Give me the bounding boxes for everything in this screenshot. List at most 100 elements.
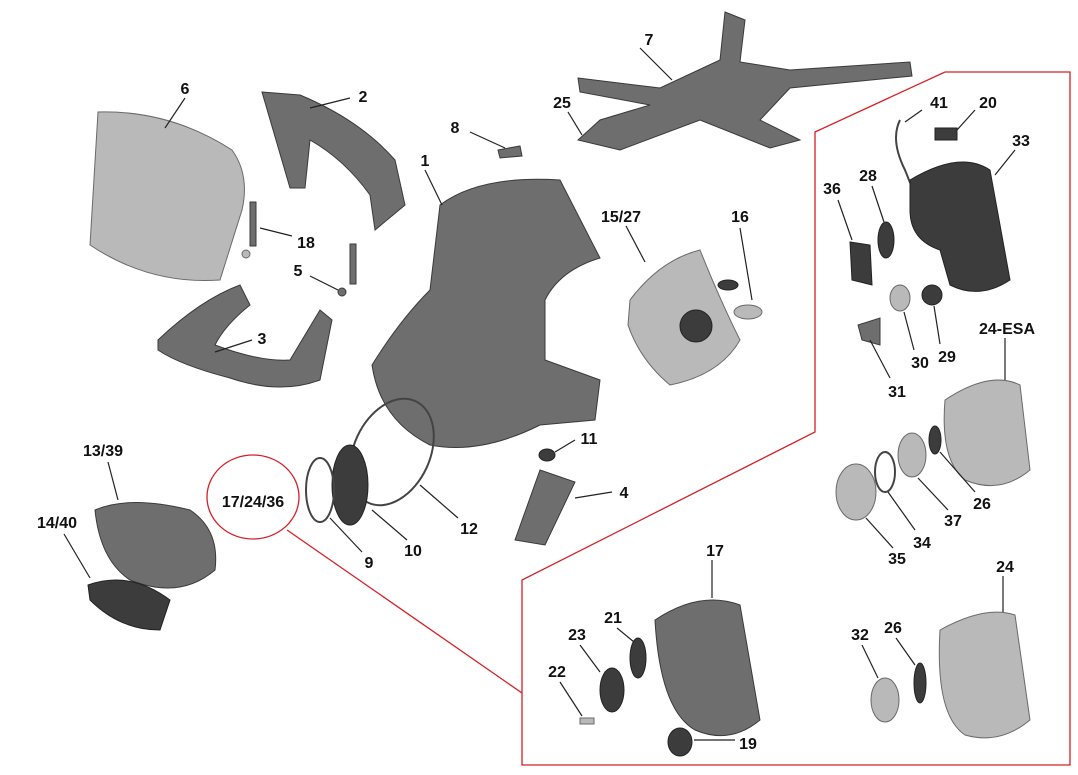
leader-line-36 — [837, 199, 853, 241]
label-6: 6 — [181, 81, 190, 98]
part-visor — [89, 111, 245, 282]
part-port-housing — [654, 599, 761, 737]
part-screw-left — [249, 201, 257, 247]
part-cap — [538, 448, 556, 462]
part-speech-cover — [87, 579, 171, 631]
label-28: 28 — [859, 168, 877, 185]
leader-line-13-39 — [107, 461, 119, 501]
part-lower-housing — [938, 611, 1031, 739]
leader-line-21 — [616, 627, 635, 643]
leader-line-33 — [994, 149, 1016, 176]
part-small-screw — [579, 717, 595, 725]
part-retainer — [857, 317, 881, 346]
label-3: 3 — [258, 331, 267, 348]
label-23: 23 — [568, 627, 586, 644]
label-16: 16 — [731, 209, 749, 226]
leader-line-1 — [424, 169, 443, 206]
leader-line-10 — [371, 509, 408, 541]
leader-line-7 — [639, 47, 673, 81]
part-threaded-adapter — [835, 463, 877, 521]
leader-line-8 — [469, 131, 506, 149]
part-valve-body — [331, 444, 369, 526]
label-25: 25 — [553, 95, 571, 112]
leader-line-29 — [933, 305, 941, 345]
part-diaphragm — [877, 221, 895, 259]
part-o-ring — [305, 457, 335, 523]
leader-line-5 — [309, 275, 339, 291]
part-clamp-ring — [349, 397, 435, 507]
label-26a: 26 — [973, 496, 991, 513]
leader-line-6 — [164, 97, 186, 129]
leader-line-32 — [861, 644, 879, 679]
label-17-24-36: 17/24/36 — [222, 494, 284, 511]
callout-connector — [286, 529, 523, 694]
label-14-40: 14/40 — [37, 515, 77, 532]
leader-line-22 — [559, 681, 583, 717]
leader-line-12 — [419, 484, 459, 519]
leader-line-34 — [887, 491, 916, 531]
part-clip — [934, 127, 958, 141]
leader-line-3 — [214, 339, 253, 353]
part-pin — [497, 145, 523, 159]
label-41: 41 — [930, 95, 948, 112]
leader-line-2 — [309, 97, 351, 109]
part-head-strap — [576, 11, 913, 151]
leader-line-15-27 — [625, 225, 646, 263]
label-29: 29 — [938, 349, 956, 366]
part-port-cap — [667, 727, 693, 757]
part-nose-cup-valve — [679, 309, 713, 343]
leader-line-28 — [871, 185, 885, 223]
label-4: 4 — [620, 485, 629, 502]
leader-line-30 — [903, 311, 915, 351]
leader-lines — [63, 47, 1016, 741]
part-head-harness-lower — [157, 284, 333, 388]
label-21: 21 — [604, 610, 622, 627]
leader-line-9 — [329, 517, 363, 553]
label-20: 20 — [979, 95, 997, 112]
label-22: 22 — [548, 664, 566, 681]
parts — [87, 11, 1031, 757]
part-screen — [889, 284, 911, 312]
label-24: 24 — [996, 559, 1014, 576]
label-33: 33 — [1012, 133, 1030, 150]
leader-line-4 — [574, 491, 613, 499]
part-nut-left — [241, 249, 251, 259]
label-1: 1 — [421, 153, 430, 170]
label-15-27: 15/27 — [601, 209, 641, 226]
part-screw-right — [349, 243, 357, 285]
label-35: 35 — [888, 551, 906, 568]
callout-circle — [206, 454, 300, 540]
leader-line-37 — [917, 477, 949, 511]
label-34: 34 — [913, 535, 931, 552]
part-head-harness-upper — [261, 91, 406, 231]
leader-line-14-40 — [63, 533, 91, 579]
part-disc-light — [733, 304, 763, 320]
label-9: 9 — [365, 555, 374, 572]
leader-line-31 — [869, 339, 891, 379]
leader-line-23 — [579, 644, 601, 673]
leader-line-26a — [939, 451, 976, 493]
part-adapter-o-ring — [874, 451, 896, 493]
leader-line-35 — [865, 517, 894, 549]
label-7: 7 — [645, 32, 654, 49]
part-gasket-upper — [928, 425, 942, 455]
part-disc-dark — [717, 279, 739, 291]
label-10: 10 — [404, 543, 422, 560]
label-17: 17 — [706, 543, 724, 560]
label-18: 18 — [297, 235, 315, 252]
label-24esa: 24-ESA — [979, 321, 1035, 338]
label-13-39: 13/39 — [83, 443, 123, 460]
label-37: 37 — [944, 513, 962, 530]
label-30: 30 — [911, 355, 929, 372]
label-32: 32 — [851, 627, 869, 644]
label-8: 8 — [451, 120, 460, 137]
part-small-valve — [849, 241, 873, 286]
part-filter-disc — [870, 677, 900, 723]
part-spring — [895, 119, 916, 196]
label-36: 36 — [823, 181, 841, 198]
label-26b: 26 — [884, 620, 902, 637]
leader-line-41 — [904, 109, 923, 123]
leader-line-18 — [259, 227, 293, 237]
